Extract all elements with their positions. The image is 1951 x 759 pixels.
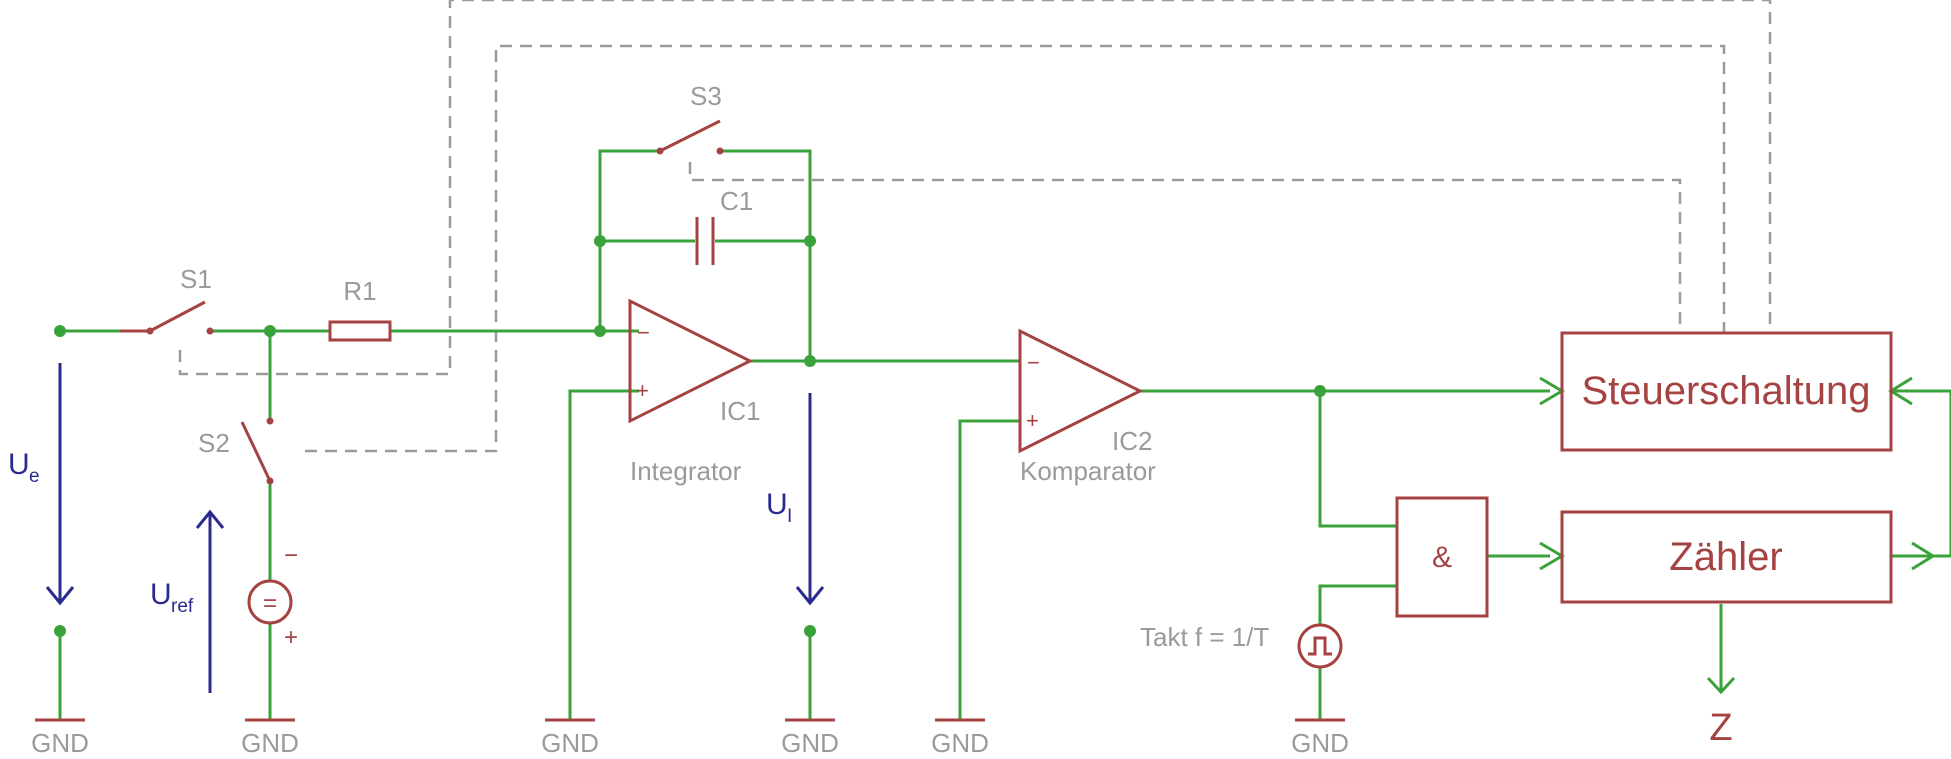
opamp-ic1: − + IC1 Integrator: [628, 298, 760, 486]
wires: [58, 149, 1951, 720]
ic2-plus: +: [1026, 408, 1039, 433]
ui-label: U: [766, 488, 788, 521]
gnd-label: GND: [1291, 728, 1349, 758]
s3-control-link: [688, 162, 1682, 333]
gnd-label: GND: [781, 728, 839, 758]
gnd-ue: GND: [31, 718, 89, 758]
s2-control-link: [305, 44, 1726, 453]
voltage-arrow-ue: U e: [8, 363, 75, 606]
source-plus: +: [284, 624, 298, 651]
gnd-ic2: GND: [931, 718, 989, 758]
zaehler-label: Zähler: [1669, 535, 1782, 579]
ic1-label: IC1: [720, 396, 760, 426]
steuerschaltung-block: Steuerschaltung: [1560, 331, 1893, 452]
r1-label: R1: [343, 276, 376, 306]
s1-control-link: [178, 0, 1772, 376]
gnd-label: GND: [241, 728, 299, 758]
source-symbol: =: [263, 590, 277, 617]
ui-subscript: I: [787, 506, 792, 527]
s2-label: S2: [198, 428, 230, 458]
opamp-ic2: − + IC2 Komparator: [1018, 328, 1156, 486]
arrowhead-zaehler-out: [1911, 541, 1936, 571]
capacitor-c1: C1: [695, 186, 753, 265]
c1-label: C1: [720, 186, 753, 216]
gnd-ui: GND: [781, 718, 839, 758]
voltage-arrow-uref: U ref: [150, 509, 225, 693]
mechanical-linkages: [178, 0, 1772, 453]
s1-label: S1: [180, 264, 212, 294]
takt-label: Takt f = 1/T: [1140, 622, 1269, 652]
ic1-plus: +: [636, 378, 649, 403]
voltage-arrow-ui: U I: [766, 393, 825, 606]
gnd-label: GND: [931, 728, 989, 758]
ic2-label: IC2: [1112, 426, 1152, 456]
zaehler-block: Zähler: [1560, 510, 1893, 604]
and-gate: &: [1395, 496, 1489, 618]
arrowhead-z-out: [1706, 676, 1736, 695]
gnd-clock: GND: [1291, 718, 1349, 758]
source-minus: −: [284, 542, 298, 569]
uref-subscript: ref: [171, 596, 194, 617]
resistor-r1: R1: [328, 276, 392, 342]
gnd-uref: GND: [241, 718, 299, 758]
z-output-label: Z: [1709, 707, 1732, 749]
gnd-ic1: GND: [541, 718, 599, 758]
and-symbol: &: [1432, 541, 1452, 574]
clock-source: Takt f = 1/T: [1140, 622, 1343, 669]
switch-s3: S3: [656, 81, 724, 155]
ue-subscript: e: [29, 466, 40, 487]
junctions: [54, 235, 1326, 637]
s3-label: S3: [690, 81, 722, 111]
gnd-label: GND: [541, 728, 599, 758]
uref-label: U: [150, 578, 172, 611]
gnd-label: GND: [31, 728, 89, 758]
ic2-minus: −: [1027, 350, 1040, 375]
switch-s1: S1: [120, 264, 214, 335]
switch-s2: S2: [198, 417, 274, 485]
steuerschaltung-label: Steuerschaltung: [1581, 369, 1870, 413]
voltage-source-uref: = − +: [247, 542, 298, 651]
ue-label: U: [8, 448, 30, 481]
ic1-minus: −: [637, 320, 650, 345]
integrator-label: Integrator: [630, 456, 742, 486]
komparator-label: Komparator: [1020, 456, 1156, 486]
